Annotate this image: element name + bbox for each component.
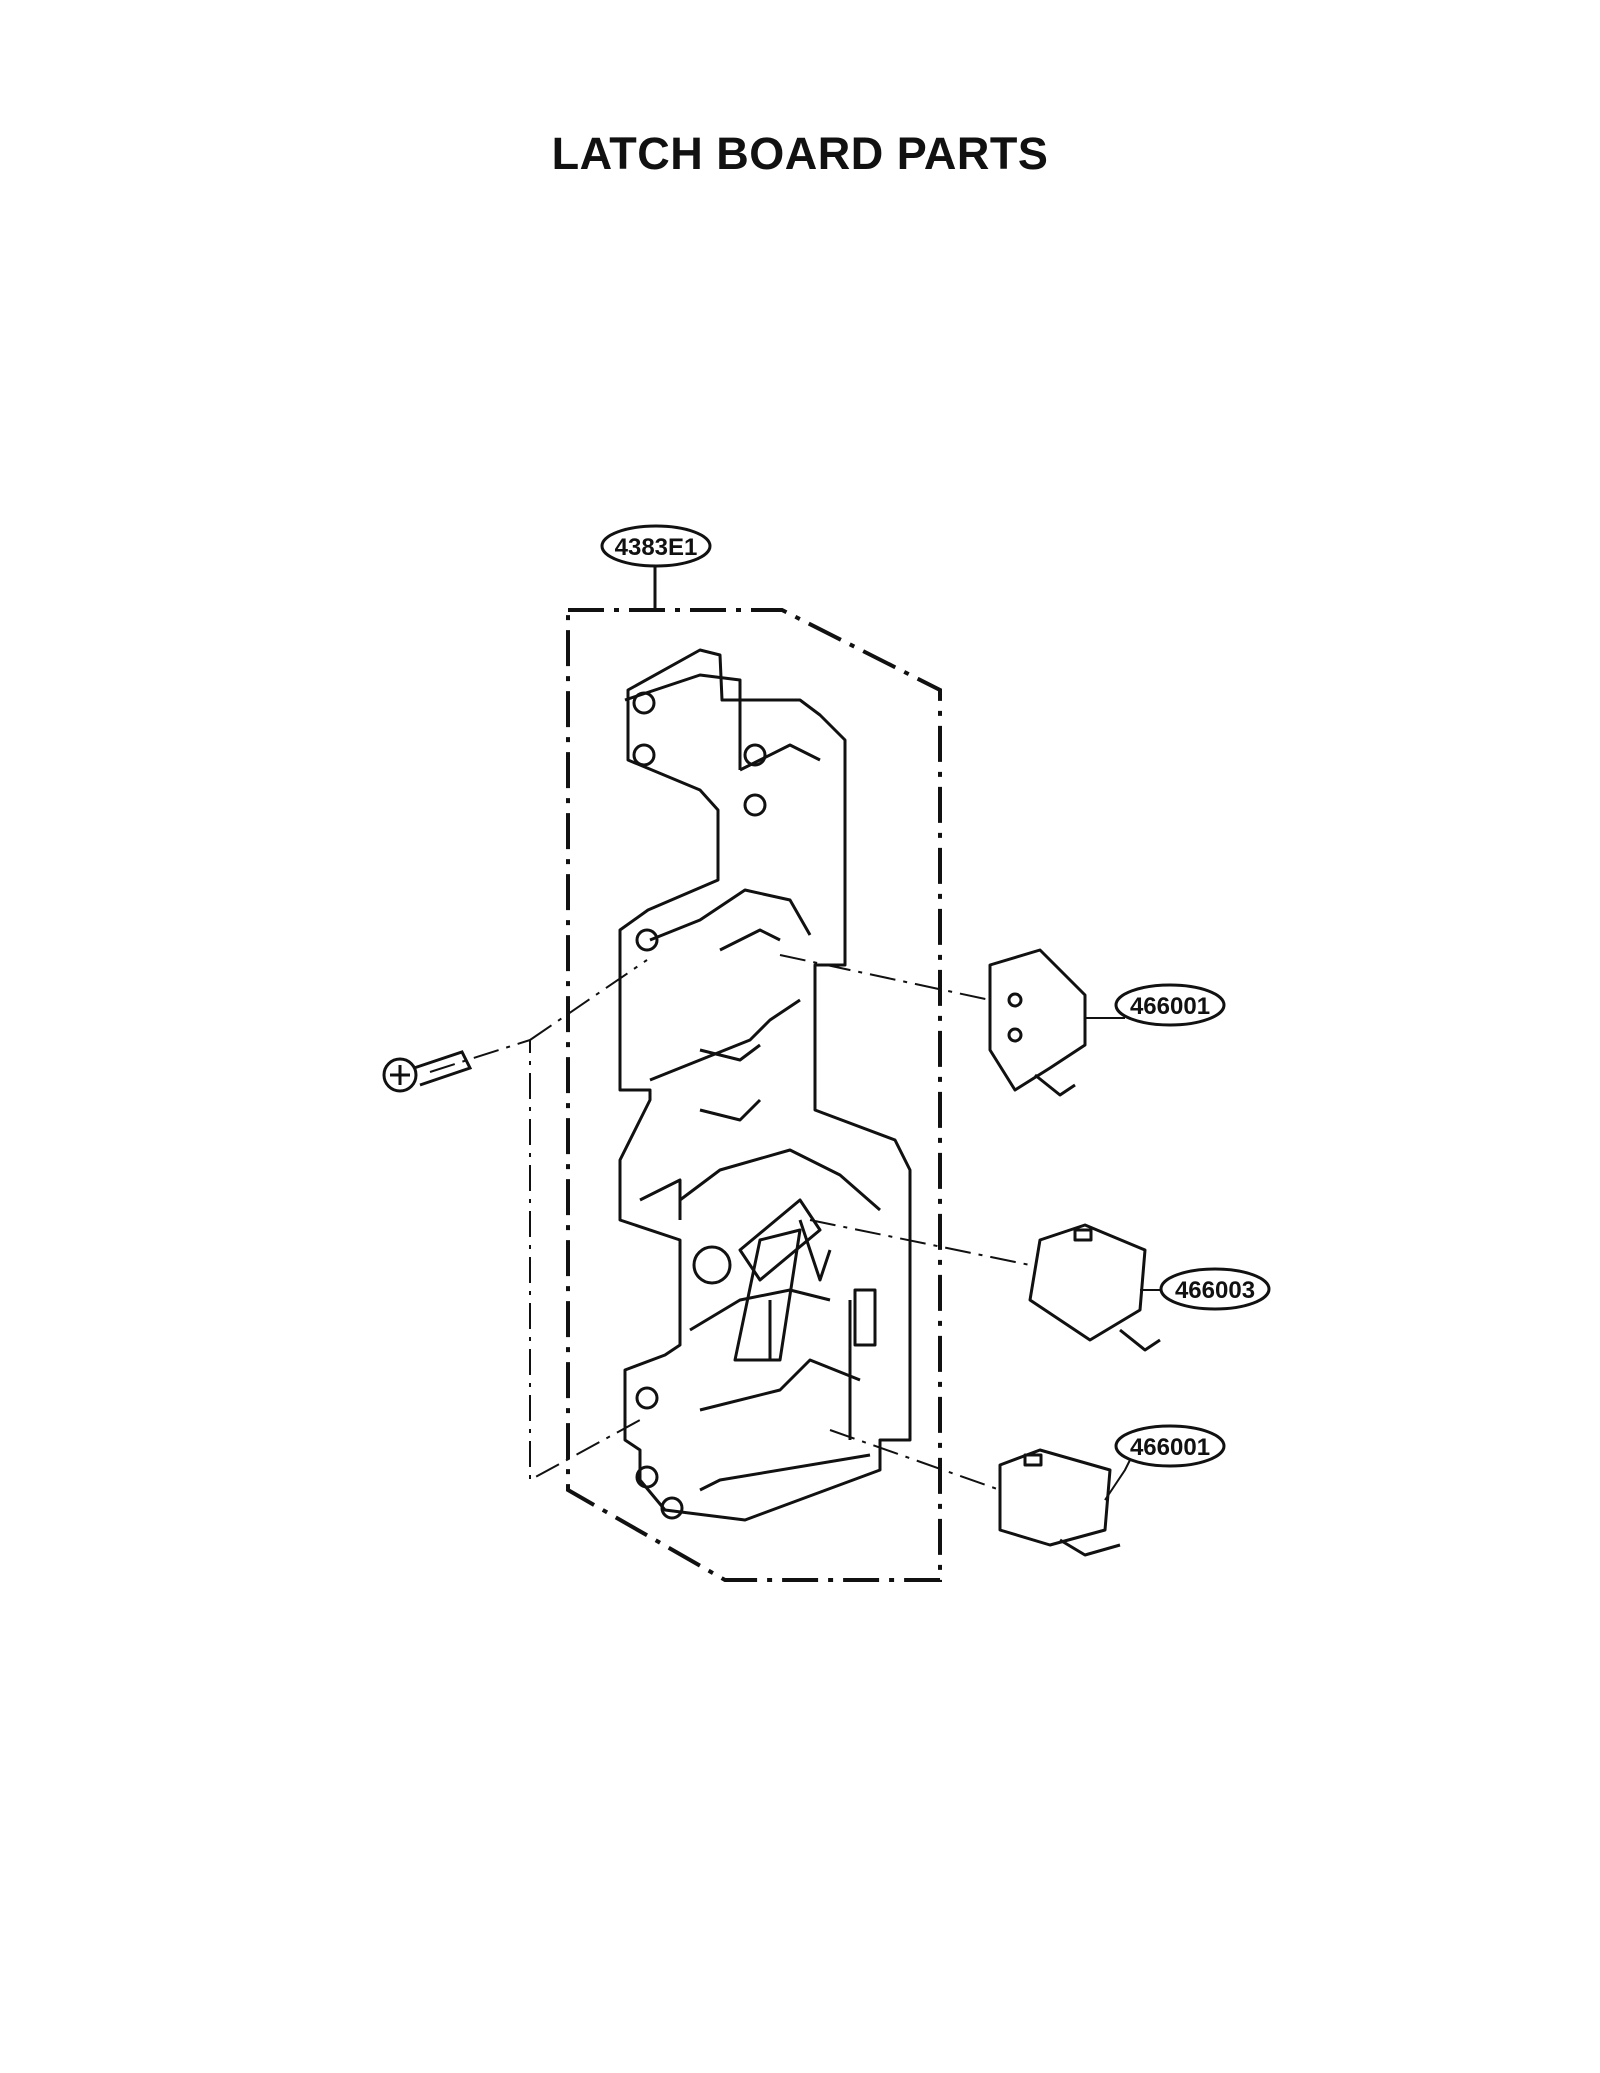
latch-board (618, 648, 912, 1522)
switch-middle (1028, 1223, 1161, 1352)
callout-label: 466003 (1175, 1277, 1255, 1304)
mounting-screw (382, 1050, 473, 1093)
switch-upper (988, 948, 1087, 1097)
callout-label: 4383E1 (615, 534, 698, 561)
callout-switch-lower: 466001 (1114, 1424, 1226, 1468)
assembly-boundary (566, 608, 942, 1582)
callout-switch-middle: 466003 (1159, 1267, 1271, 1311)
switch-lower (998, 1448, 1121, 1557)
page-title: LATCH BOARD PARTS (551, 128, 1049, 179)
callout-latch-board: 4383E1 (600, 524, 712, 568)
leader-lines (429, 954, 1031, 1491)
callout-switch-upper: 466001 (1114, 983, 1226, 1027)
callout-label: 466001 (1130, 1434, 1210, 1461)
callout-label: 466001 (1130, 993, 1210, 1020)
